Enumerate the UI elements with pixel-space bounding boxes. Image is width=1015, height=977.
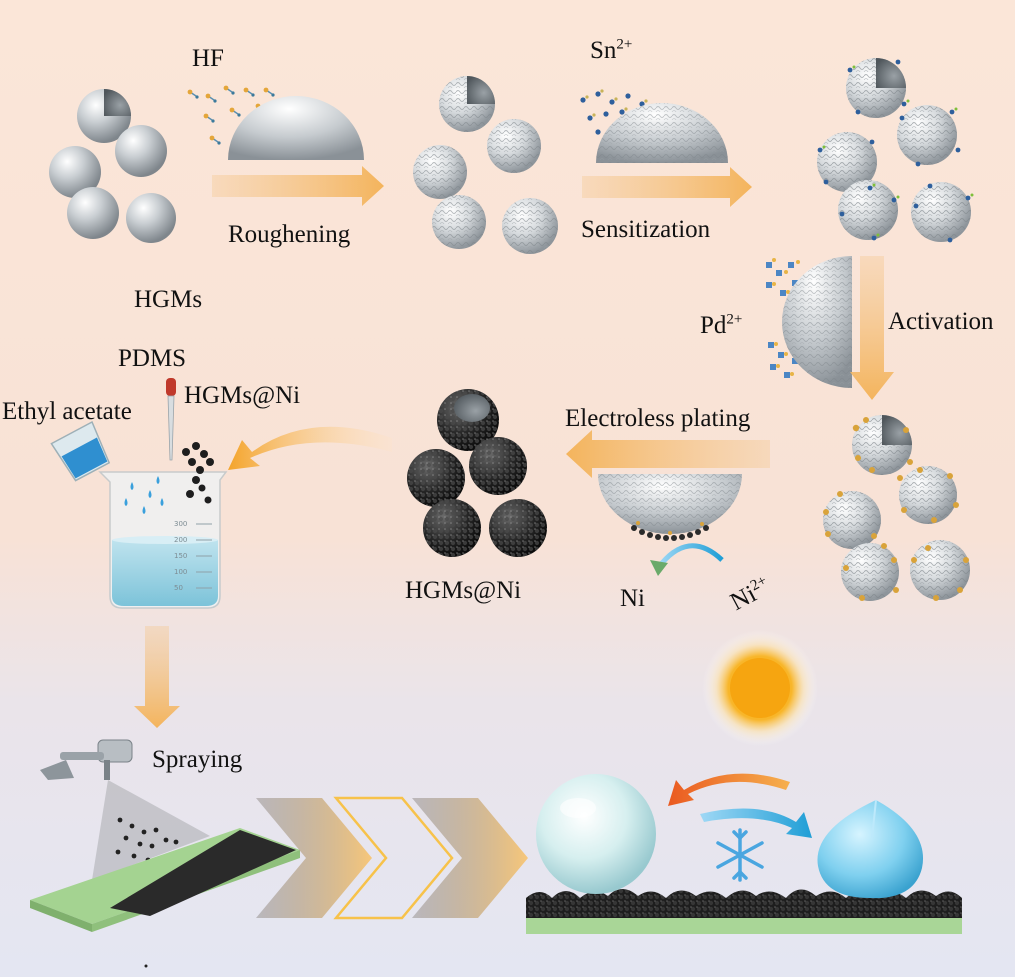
spray-particles bbox=[115, 817, 179, 863]
sn-ion-label: Sn2+ bbox=[590, 36, 633, 64]
snowflake-icon bbox=[716, 828, 764, 882]
superhydrophobic-surface bbox=[526, 889, 962, 934]
hf-label: HF bbox=[192, 45, 224, 72]
cooling-arrow bbox=[700, 808, 812, 838]
beaker-scale-100: 100 bbox=[174, 568, 188, 576]
ni-coated-hgms-cluster bbox=[407, 389, 547, 557]
sensitization-label: Sensitization bbox=[581, 216, 711, 243]
mixing-arrow bbox=[228, 426, 392, 470]
half-sphere-smooth bbox=[228, 96, 364, 160]
hgms-ni-particles bbox=[182, 442, 214, 504]
sensitized-hgms-cluster bbox=[817, 58, 974, 243]
droplet-group bbox=[124, 476, 164, 514]
activated-hgms-cluster bbox=[823, 415, 970, 601]
sn-symbol: Sn bbox=[590, 37, 617, 64]
roughening-arrow bbox=[212, 166, 384, 206]
water-droplet-icon bbox=[536, 774, 656, 894]
beaker-scale-200: 200 bbox=[174, 536, 188, 544]
ethyl-acetate-label: Ethyl acetate bbox=[2, 398, 132, 425]
reduction-arrowhead bbox=[650, 560, 668, 576]
spray-cone bbox=[92, 780, 210, 880]
hgms-ni-additive-label: HGMs@Ni bbox=[184, 382, 301, 409]
electroless-plating-label: Electroless plating bbox=[565, 405, 751, 432]
spraying-label: Spraying bbox=[152, 746, 243, 773]
electroless-plating-arrow bbox=[566, 430, 770, 478]
ice-droplet-icon bbox=[817, 799, 924, 899]
beaker-scale-150: 150 bbox=[174, 552, 188, 560]
reduction-cycle-arrow bbox=[656, 543, 724, 570]
activation-arrow bbox=[850, 256, 894, 400]
coated-substrate bbox=[30, 828, 300, 932]
hgms-ni-product-label: HGMs@Ni bbox=[405, 577, 522, 604]
process-chevrons bbox=[256, 796, 528, 920]
sun-icon bbox=[702, 630, 818, 746]
ni-label: Ni bbox=[620, 585, 645, 612]
ethyl-acetate-cup-icon bbox=[50, 420, 111, 482]
cutaway-shell bbox=[104, 89, 131, 116]
beaker-scale-300: 300 bbox=[174, 520, 188, 528]
pd-symbol: Pd bbox=[700, 312, 727, 339]
spray-gun-icon bbox=[40, 739, 133, 780]
palladium-ion-icon bbox=[766, 258, 800, 378]
activation-label: Activation bbox=[888, 308, 994, 335]
dropper-icon bbox=[166, 378, 176, 461]
stray-dot bbox=[144, 964, 148, 968]
pd-charge: 2+ bbox=[726, 311, 743, 328]
spraying-arrow bbox=[134, 626, 180, 728]
heating-arrow bbox=[668, 773, 790, 806]
beaker-scale: 300 200 150 100 50 bbox=[174, 516, 187, 596]
hgms-label: HGMs bbox=[134, 286, 203, 313]
beaker-icon bbox=[98, 471, 228, 609]
beaker-scale-50: 50 bbox=[174, 584, 183, 592]
roughening-label: Roughening bbox=[228, 221, 351, 248]
nickel-particle-icon bbox=[631, 521, 709, 541]
roughened-hgms-cluster bbox=[413, 76, 558, 254]
plain-hgms-cluster bbox=[49, 89, 176, 243]
pdms-label: PDMS bbox=[118, 345, 187, 372]
pd-ion-label: Pd2+ bbox=[700, 311, 743, 339]
sensitization-arrow bbox=[582, 167, 752, 207]
sn-charge: 2+ bbox=[616, 36, 633, 53]
